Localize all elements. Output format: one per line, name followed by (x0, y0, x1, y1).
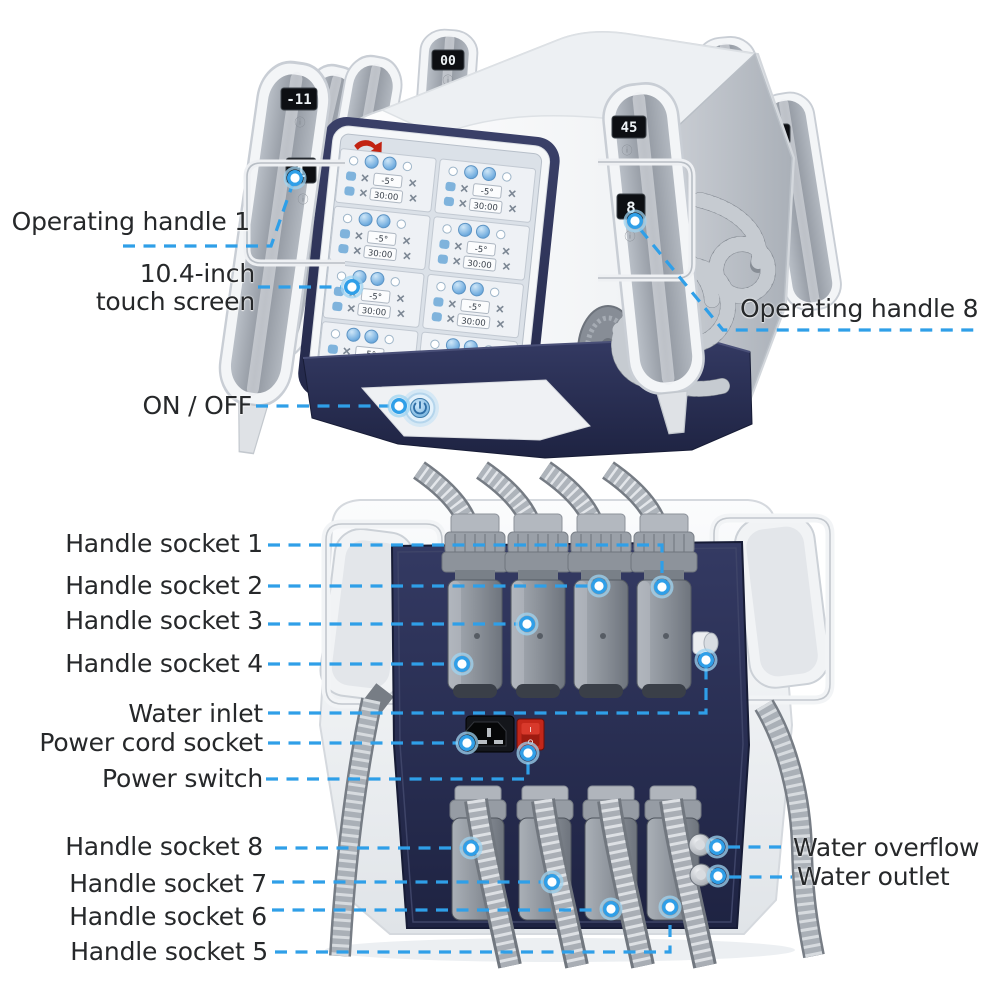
power-switch: I O (516, 718, 545, 751)
label-handle-socket-6: Handle socket 6 (69, 902, 267, 931)
svg-text:00: 00 (440, 54, 456, 69)
connector-dot-power-cord-socket (455, 731, 479, 755)
label-water-overflow: Water overflow (793, 833, 980, 862)
switch-on-mark: I (529, 726, 531, 734)
info-icon: ⓘ (295, 116, 306, 129)
handle-display-45: 45 ⓘ (611, 115, 647, 157)
connector-dot-handle-socket-4 (450, 652, 474, 676)
label-touch-screen-line2: touch screen (95, 287, 255, 316)
svg-text:45: 45 (621, 120, 638, 136)
label-operating-handle-1: Operating handle 1 (11, 207, 251, 236)
label-handle-socket-8: Handle socket 8 (65, 832, 263, 861)
label-handle-socket-7: Handle socket 7 (69, 869, 267, 898)
svg-text:-11: -11 (286, 92, 311, 108)
connector-dot-operating-handle-8 (623, 209, 647, 233)
connector-dot-on-off (387, 394, 411, 418)
connector-dot-touch-screen (340, 275, 364, 299)
label-handle-socket-3: Handle socket 3 (65, 606, 263, 635)
connector-dot-power-switch (516, 741, 540, 765)
connector-dot-handle-socket-7 (540, 870, 564, 894)
label-water-inlet: Water inlet (128, 699, 263, 728)
info-icon: ⓘ (622, 144, 633, 157)
info-icon: ⓘ (443, 74, 454, 87)
left-handle-cradle (319, 519, 447, 957)
label-operating-handle-8: Operating handle 8 (740, 294, 979, 323)
label-handle-socket-1: Handle socket 1 (65, 529, 263, 558)
connector-dot-handle-socket-2 (587, 574, 611, 598)
handle-cradle-wires (243, 158, 696, 282)
leader-handle-socket-5 (275, 916, 672, 954)
leader-power-switch (266, 762, 530, 781)
label-handle-socket-4: Handle socket 4 (65, 649, 263, 678)
label-power-switch: Power switch (102, 764, 263, 793)
power-icon (413, 401, 427, 415)
power-button (401, 389, 439, 427)
right-handle-cradle (709, 513, 835, 959)
leader-handle-socket-1 (268, 543, 664, 579)
leader-operating-handle-1 (123, 182, 295, 248)
label-power-cord-socket: Power cord socket (39, 728, 263, 757)
leader-lines (123, 166, 977, 954)
label-handle-socket-2: Handle socket 2 (65, 571, 263, 600)
connector-dot-operating-handle-1 (283, 166, 307, 190)
label-water-outlet: Water outlet (797, 862, 950, 891)
info-icon: ⓘ (625, 230, 636, 243)
back-view-machine: I O (318, 470, 835, 966)
svg-text:8: 8 (626, 198, 636, 217)
connector-dot-water-inlet (694, 648, 718, 672)
info-icon: ⓘ (298, 193, 309, 206)
screen-arrow-icon (354, 140, 382, 155)
handle-display-neg11: -11 ⓘ (280, 87, 318, 129)
front-view-machine: 00 ⓘ 20 ⓘ 5 (213, 27, 846, 459)
handle-display-00: 00 ⓘ (431, 49, 465, 87)
leader-water-inlet (268, 668, 708, 715)
connector-dot-handle-socket-6 (599, 897, 623, 921)
label-handle-socket-5: Handle socket 5 (70, 937, 268, 966)
leader-operating-handle-8 (638, 227, 977, 332)
operating-handle-8-paddle (598, 78, 709, 435)
connector-dot-handle-socket-8 (459, 836, 483, 860)
touch-screen (298, 116, 560, 418)
label-touch-screen: 10.4-inch touch screen (96, 260, 255, 316)
connector-dot-handle-socket-3 (515, 612, 539, 636)
label-on-off: ON / OFF (142, 391, 252, 420)
water-inlet-valve (692, 631, 719, 655)
connector-dot-handle-socket-1 (650, 575, 674, 599)
connector-dot-water-outlet (706, 864, 730, 888)
connector-dot-handle-socket-5 (658, 895, 682, 919)
connector-dot-water-overflow (705, 835, 729, 859)
label-touch-screen-line1: 10.4-inch (139, 259, 255, 288)
